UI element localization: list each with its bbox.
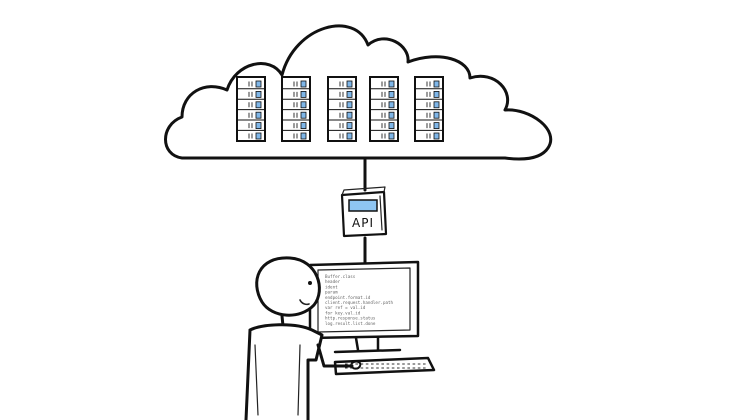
code-line: param xyxy=(325,290,338,295)
code-line: for key.val.id xyxy=(325,310,361,315)
server-rack-3 xyxy=(327,76,357,142)
person-eye xyxy=(308,281,312,285)
code-line: client.request.handler.path xyxy=(325,300,394,305)
person-head xyxy=(255,256,321,317)
code-line: ident xyxy=(325,284,338,289)
api-screen xyxy=(348,199,378,212)
api-label: API xyxy=(352,216,374,230)
api-box: API xyxy=(340,186,388,238)
server-racks xyxy=(236,76,444,142)
code-line: log.result.list.done xyxy=(325,321,376,326)
stick-figure-person xyxy=(244,256,362,420)
cloud-outline xyxy=(164,24,553,161)
server-rack-5 xyxy=(414,76,444,142)
server-rack-4 xyxy=(369,76,399,142)
code-line: http.response.status xyxy=(325,316,376,321)
code-line: header xyxy=(325,279,341,284)
server-rack-1 xyxy=(236,76,266,142)
server-rack-2 xyxy=(281,76,311,142)
code-line: Buffer.class xyxy=(325,274,356,279)
code-line: var ref = val.id xyxy=(325,305,366,310)
monitor-code: Buffer.class header ident param endpoint… xyxy=(325,274,394,326)
code-line: endpoint.format.id xyxy=(325,295,371,300)
computer-monitor: Buffer.class header ident param endpoint… xyxy=(308,260,420,354)
